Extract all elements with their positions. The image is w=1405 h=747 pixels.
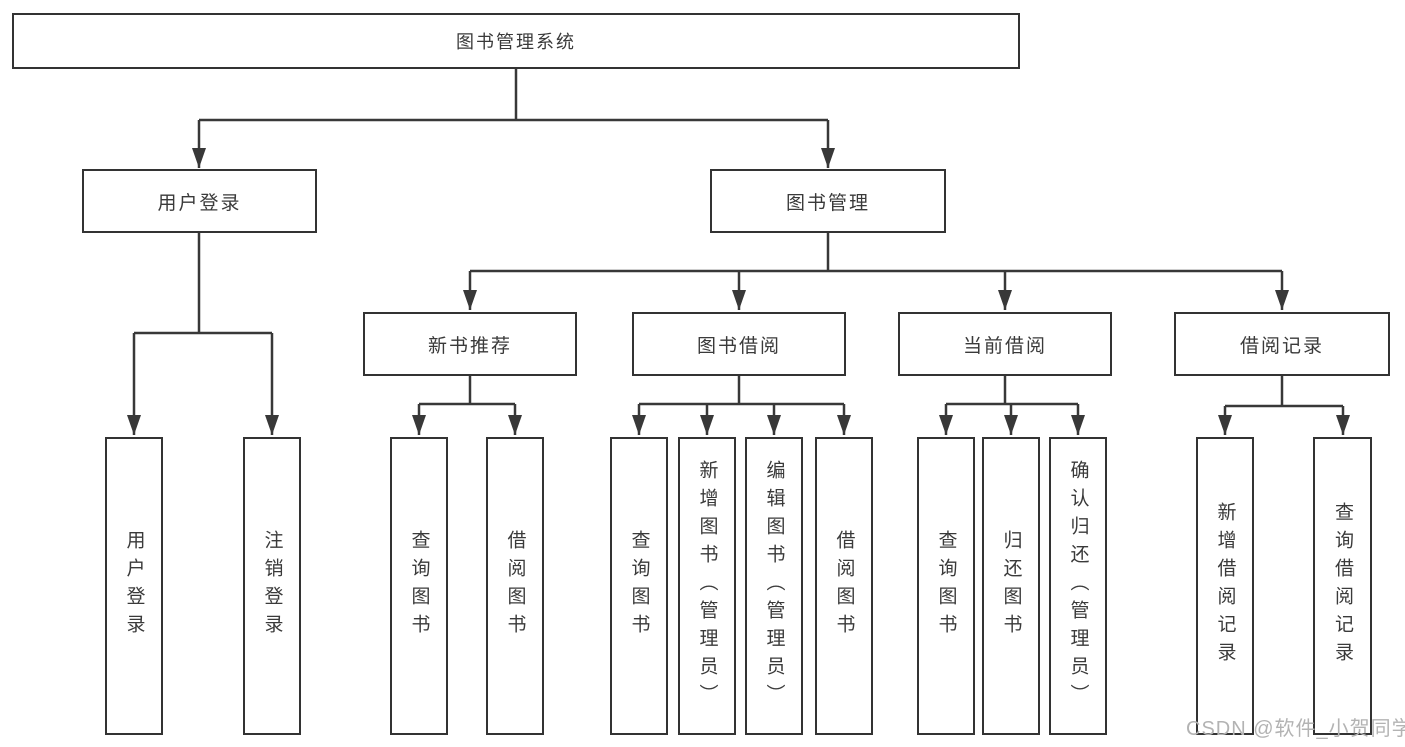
connector-root-to-level2 [192, 69, 835, 168]
node-leaf-cb-confirm-return-label: 确认归还（管理员） [1067, 460, 1089, 712]
node-book-borrowing-label: 图书借阅 [696, 335, 781, 357]
node-leaf-cb-query-books-label: 查询图书 [935, 530, 957, 642]
node-leaf-bb-borrow-books: 借阅图书 [815, 437, 873, 735]
node-leaf-user-login: 用户登录 [105, 437, 163, 735]
node-book-management-label: 图书管理 [785, 192, 870, 214]
connector-user-login-children [127, 233, 279, 435]
node-leaf-rec-query-books-label: 查询图书 [408, 530, 430, 642]
node-leaf-cb-return-books: 归还图书 [982, 437, 1040, 735]
node-leaf-rec-borrow-books-label: 借阅图书 [504, 530, 526, 642]
node-new-book-recommend: 新书推荐 [363, 312, 577, 376]
node-leaf-bb-edit-books: 编辑图书（管理员） [745, 437, 803, 735]
node-leaf-bb-borrow-books-label: 借阅图书 [833, 530, 855, 642]
node-borrowing-records: 借阅记录 [1174, 312, 1390, 376]
node-leaf-br-add-record: 新增借阅记录 [1196, 437, 1254, 735]
connector-current-borrowing-children [939, 376, 1085, 435]
node-leaf-logout: 注销登录 [243, 437, 301, 735]
node-book-management: 图书管理 [710, 169, 946, 233]
connector-new-book-recommend-children [412, 376, 522, 435]
node-leaf-user-login-label: 用户登录 [123, 530, 145, 642]
node-leaf-bb-query-books-label: 查询图书 [628, 530, 650, 642]
node-user-login-label: 用户登录 [157, 192, 242, 214]
node-current-borrowing: 当前借阅 [898, 312, 1112, 376]
node-leaf-bb-query-books: 查询图书 [610, 437, 668, 735]
node-leaf-cb-query-books: 查询图书 [917, 437, 975, 735]
node-leaf-br-add-record-label: 新增借阅记录 [1214, 502, 1236, 670]
node-root: 图书管理系统 [12, 13, 1020, 69]
node-book-borrowing: 图书借阅 [632, 312, 846, 376]
node-leaf-logout-label: 注销登录 [261, 530, 283, 642]
connector-borrowing-records-children [1218, 376, 1350, 435]
node-leaf-bb-edit-books-label: 编辑图书（管理员） [763, 460, 785, 712]
node-borrowing-records-label: 借阅记录 [1239, 335, 1324, 357]
csdn-watermark: CSDN @软件_小贺同学 [1186, 718, 1405, 740]
node-new-book-recommend-label: 新书推荐 [427, 335, 512, 357]
connector-book-borrowing-children [632, 376, 851, 435]
node-leaf-cb-confirm-return: 确认归还（管理员） [1049, 437, 1107, 735]
node-leaf-br-query-record: 查询借阅记录 [1313, 437, 1372, 735]
connector-book-management-children [463, 233, 1289, 310]
node-current-borrowing-label: 当前借阅 [962, 335, 1047, 357]
node-leaf-rec-query-books: 查询图书 [390, 437, 448, 735]
node-leaf-rec-borrow-books: 借阅图书 [486, 437, 544, 735]
node-leaf-bb-add-books: 新增图书（管理员） [678, 437, 736, 735]
node-user-login: 用户登录 [82, 169, 317, 233]
node-root-label: 图书管理系统 [456, 32, 576, 52]
node-leaf-bb-add-books-label: 新增图书（管理员） [696, 460, 718, 712]
node-leaf-br-query-record-label: 查询借阅记录 [1332, 502, 1353, 670]
node-leaf-cb-return-books-label: 归还图书 [1000, 530, 1022, 642]
